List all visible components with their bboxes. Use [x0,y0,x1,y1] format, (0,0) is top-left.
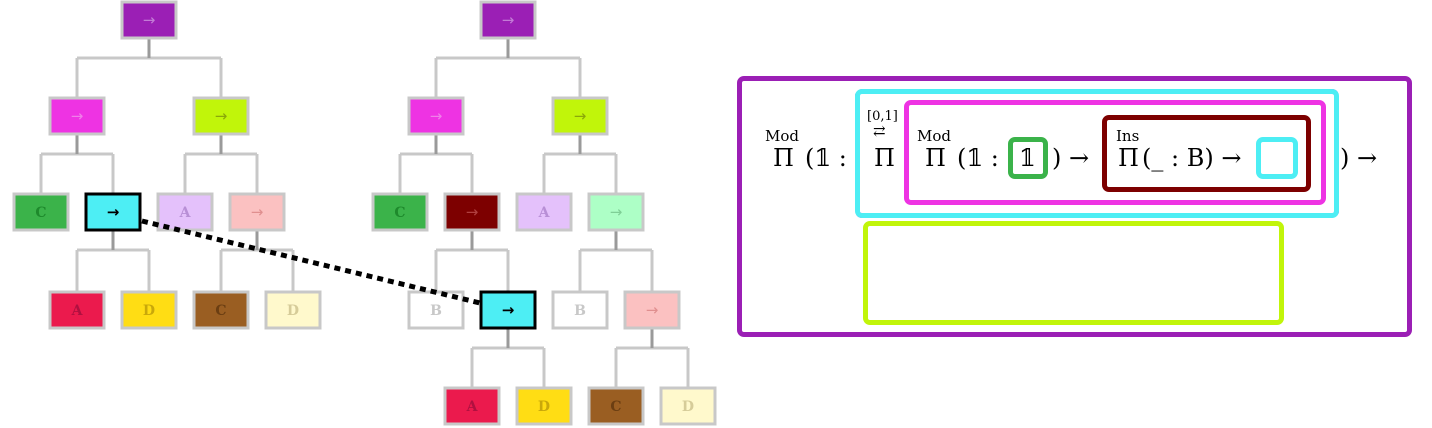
tree-node-label: C [394,205,405,221]
tree-node-label: A [71,303,84,319]
tree-node-box [587,192,645,232]
tree-node-box [407,96,465,136]
tree-node-box [156,192,214,232]
tree-node-box [443,386,501,426]
tree-nodes: → → → C → A → A D C D → → → C → A → B → B → A D C D [12,0,717,426]
tree-node-t1-l3-d2: D [264,290,322,330]
tree-node-label: C [610,399,621,415]
tree-node-box [479,0,537,40]
tree-node-label: D [538,399,550,415]
tree-node-t1-l2-pink: → [228,192,286,232]
tree-node-box [228,192,286,232]
tree-node-label: → [502,11,515,29]
tree-node-label: A [179,205,192,221]
tree-node-label: B [574,303,586,319]
tree-node-t2-l3-pink: → [623,290,681,330]
tree-node-label: C [215,303,226,319]
tree-node-label: → [646,301,659,319]
tree-node-label: → [107,203,120,221]
tree-node-box [515,192,573,232]
tree-node-t2-l4-a: A [443,386,501,426]
tree-node-box [12,192,70,232]
tree-node-box [587,386,645,426]
tree-node-t2-l2-mint: → [587,192,645,232]
tree-node-t2-l4-c: C [587,386,645,426]
tree-node-box [515,386,573,426]
tree-node-t2-l2-c: C [371,192,429,232]
tree-node-label: → [610,203,623,221]
tree-node-label: A [538,205,551,221]
tree-node-t2-l3-b: B [407,290,465,330]
tree-node-box [479,290,537,330]
tree-node-label: → [466,203,479,221]
tree-node-t2-l2-maroon: → [443,192,501,232]
tree-node-t2-l4-d2: D [659,386,717,426]
tree-node-box [48,96,106,136]
tree-node-box [84,192,142,232]
tree-node-box [371,192,429,232]
tree-node-t2-l3-b2: B [551,290,609,330]
tree-node-label: → [71,107,84,125]
tree-node-t1-l3-c: C [192,290,250,330]
tree-node-t2-l1-left: → [407,96,465,136]
tree-node-t1-l2-a: A [156,192,214,232]
tree-node-t1-l1-right: → [192,96,250,136]
tree-node-label: → [574,107,587,125]
tree-node-label: D [143,303,155,319]
tree-node-t1-root: → [120,0,178,40]
tree-node-label: B [430,303,442,319]
tree-node-box [120,290,178,330]
tree-node-box [192,290,250,330]
tree-node-box [659,386,717,426]
dotted-connector [141,218,481,306]
tree-edges [39,38,690,388]
tree-node-label: → [502,301,515,319]
tree-node-label: → [143,11,156,29]
tree-node-t1-l2-focus: → [84,192,142,232]
tree-node-label: → [251,203,264,221]
tree-node-label: A [466,399,479,415]
tree-node-t1-l1-left: → [48,96,106,136]
tree-node-label: C [35,205,46,221]
tree-node-t2-l2-a: A [515,192,573,232]
tree-node-box [443,192,501,232]
tree-node-box [120,0,178,40]
tree-node-label: → [430,107,443,125]
tree-node-label: D [287,303,299,319]
tree-node-box [48,290,106,330]
tree-node-label: D [682,399,694,415]
tree-node-t1-l3-d: D [120,290,178,330]
tree-node-t1-l2-c: C [12,192,70,232]
tree-node-label: → [215,107,228,125]
tree-node-box [192,96,250,136]
tree-node-box [551,96,609,136]
tree-node-t2-root: → [479,0,537,40]
tree-node-t2-l4-d: D [515,386,573,426]
tree-node-t1-l3-a: A [48,290,106,330]
tree-node-t2-l3-focus: → [479,290,537,330]
tree-node-box [623,290,681,330]
tree-node-box [551,290,609,330]
tree-node-box [264,290,322,330]
tree-node-box [407,290,465,330]
tree-node-t2-l1-right: → [551,96,609,136]
